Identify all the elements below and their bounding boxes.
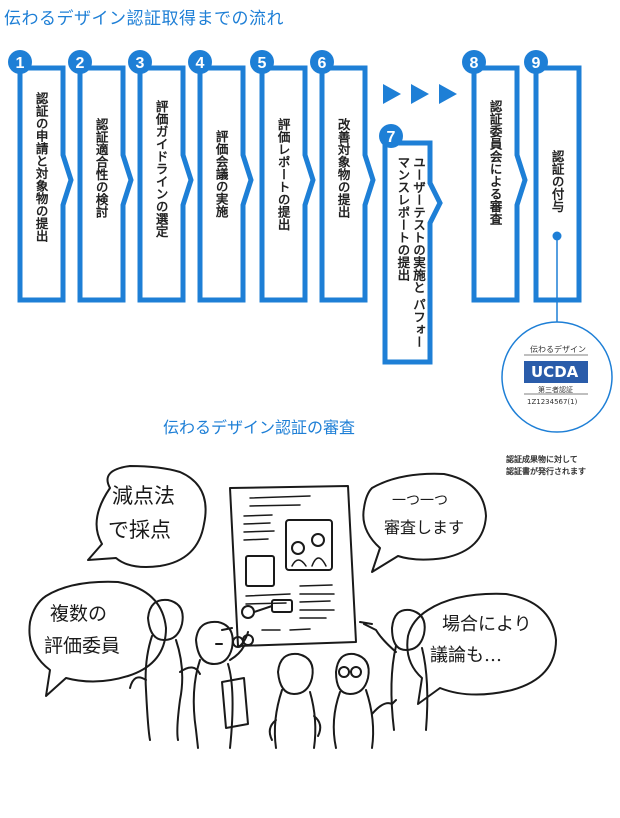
bubble-line: 減点法: [112, 484, 175, 508]
bubble-text-evaluators: 複数の 評価委員: [44, 598, 120, 663]
person-evaluator-3: [277, 652, 314, 695]
speech-bubble-one-by-one: [362, 472, 487, 573]
flow-arrow-icon: [411, 84, 429, 104]
step-box-8: [471, 65, 528, 303]
bubble-line: 審査します: [384, 517, 465, 537]
step-number-circle-2: [68, 50, 92, 74]
step-number: 9: [532, 55, 541, 72]
step-number: 5: [258, 55, 267, 72]
person-evaluator-5: [391, 608, 426, 651]
step-number-circle-6: [310, 50, 334, 74]
step-box-7: [382, 140, 443, 365]
person-evaluator-4: [335, 652, 370, 695]
caption-line: 認証成果物に対して: [506, 455, 578, 464]
bubble-line: 場合により: [442, 614, 532, 635]
badge-third-party: 第三者認証: [538, 386, 573, 394]
step-label-3: 評価ガイドラインの選定: [153, 100, 169, 238]
badge-top-text: 伝わるデザイン: [530, 345, 586, 354]
step-label-2: 認証適合性の検討: [93, 118, 109, 218]
step-label-4: 評価会議の実施: [213, 130, 229, 218]
step-label-6: 改善対象物の提出: [335, 118, 351, 218]
step-number: 8: [470, 55, 479, 72]
poster-image: [285, 519, 333, 571]
bubble-text-scoring: 減点法 で採点: [108, 480, 175, 547]
caption-line: 認証書が発行されます: [506, 466, 586, 476]
step-number: 6: [318, 55, 327, 72]
person-evaluator-2: [195, 620, 234, 665]
step-label-1: 認証の申請と対象物の提出: [33, 92, 49, 242]
page-title: 伝わるデザイン認証取得までの流れ: [4, 9, 284, 29]
badge-logo: UCDA: [531, 363, 579, 381]
step-box-9: [533, 65, 582, 303]
step-number-circle-9: [524, 50, 548, 74]
step-label-7: ユーザーテストの実施と パフォーマンスレポートの提出: [395, 156, 426, 348]
step-number-circle-7: [379, 124, 403, 148]
speech-bubble-scoring: [87, 465, 207, 568]
badge-serial: 1Z1234567(1): [527, 398, 578, 406]
step-box-2: [77, 65, 134, 303]
section-subtitle: 伝わるデザイン認証の審査: [163, 418, 356, 437]
bubble-line: 複数の: [50, 603, 108, 625]
bubble-line: 議論も…: [430, 644, 502, 666]
step-label-9: 認証の付与: [549, 150, 565, 213]
step-number: 1: [16, 55, 25, 72]
step-box-1: [17, 65, 74, 303]
step-number-circle-4: [188, 50, 212, 74]
step-box-5: [259, 65, 316, 303]
step-number-circle-3: [128, 50, 152, 74]
step-label-5: 評価レポートの提出: [275, 118, 291, 231]
bubble-line: で採点: [108, 517, 171, 542]
bubble-line: 一つ一つ: [392, 493, 448, 509]
badge-logo-box: [524, 361, 588, 383]
speech-bubble-discussion: [406, 592, 557, 705]
speech-bubble-evaluators: [28, 580, 167, 697]
step-number-circle-8: [462, 50, 486, 74]
step-number: 7: [387, 129, 396, 146]
person-evaluator-1: [147, 598, 184, 641]
flow-arrow-icon: [383, 84, 401, 104]
step-box-3: [137, 65, 194, 303]
step-box-4: [197, 65, 254, 303]
step-box-6: [319, 65, 376, 303]
step-label-8: 認証委員会による審査: [487, 100, 503, 225]
step-number: 4: [196, 55, 205, 72]
flow-arrow-icon: [439, 84, 457, 104]
bubble-text-one-by-one: 一つ一つ 審査します: [384, 490, 464, 541]
badge-caption: 認証成果物に対して 認証書が発行されます: [506, 454, 616, 477]
step-number: 3: [136, 55, 145, 72]
poster-board: [229, 485, 357, 647]
step-number: 2: [76, 55, 85, 72]
bubble-line: 評価委員: [44, 635, 121, 658]
step-number-circle-1: [8, 50, 32, 74]
step-number-circle-5: [250, 50, 274, 74]
bubble-text-discussion: 場合により 議論も…: [430, 610, 532, 671]
clipboard: [221, 677, 249, 729]
review-meeting-illustration: [28, 465, 557, 749]
